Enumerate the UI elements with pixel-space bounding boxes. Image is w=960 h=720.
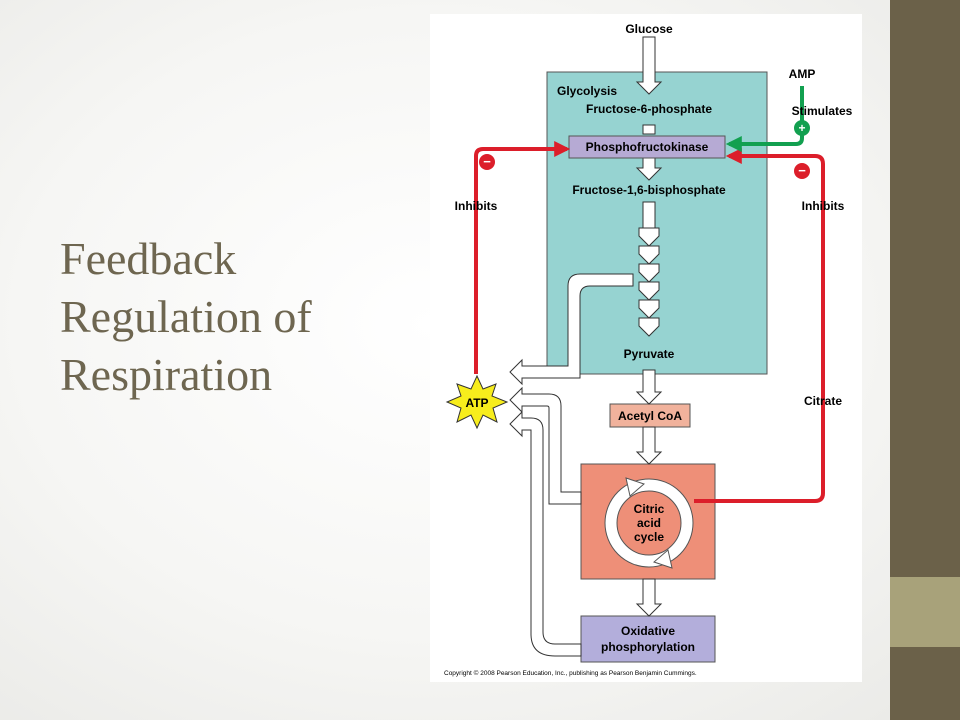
chevron-6	[638, 317, 660, 337]
citric-ring-outer	[604, 478, 694, 568]
chevron-2	[638, 245, 660, 265]
citric-cycle-ring	[605, 479, 693, 567]
citric-label-1: Citric	[634, 502, 665, 516]
copyright-text: Copyright © 2008 Pearson Education, Inc.…	[444, 669, 697, 677]
oxidative-label-1: Oxidative	[621, 624, 675, 638]
plus-sign: +	[798, 121, 805, 135]
amp-label: AMP	[789, 67, 816, 81]
arrow-pyruvate-down	[635, 369, 663, 405]
chevron-4	[638, 281, 660, 301]
title-line-2: Regulation of	[60, 291, 312, 342]
minus-badge-left	[479, 154, 495, 170]
arrow-cascade-top	[642, 201, 656, 229]
citric-ring-center	[618, 492, 680, 554]
glycolysis-label: Glycolysis	[557, 84, 617, 98]
minus-sign-left: −	[483, 154, 491, 169]
chevron-5	[638, 299, 660, 319]
citrate-label: Citrate	[804, 394, 842, 408]
inhibits-right-label: Inhibits	[802, 199, 845, 213]
citric-label-2: acid	[637, 516, 661, 530]
atp-arrow-citric	[509, 386, 582, 505]
inhibits-left-label: Inhibits	[455, 199, 498, 213]
citric-label-3: cycle	[634, 530, 664, 544]
atp-arrow-oxidative	[509, 410, 582, 657]
atp-inhibit-line	[474, 141, 571, 374]
arrow-glucose-down	[635, 36, 663, 95]
oxidative-box	[580, 615, 716, 663]
minus-sign-right: −	[798, 163, 806, 178]
arrow-pfk-down	[635, 157, 663, 181]
atp-label: ATP	[465, 396, 488, 410]
minus-badge-right	[794, 163, 810, 179]
oxidative-label-2: phosphorylation	[601, 640, 695, 654]
pyruvate-label: Pyruvate	[624, 347, 675, 361]
slide-title: Feedback Regulation of Respiration	[60, 230, 390, 404]
plus-badge	[794, 120, 810, 136]
atp-arrow-glycolysis	[509, 273, 634, 386]
cycle-arrowhead-bottom	[653, 549, 673, 569]
arrow-citric-down	[635, 578, 663, 617]
cycle-arrowhead-top	[625, 477, 645, 497]
title-line-1: Feedback	[60, 233, 237, 284]
right-decor-band	[890, 0, 960, 720]
amp-stimulate-line	[725, 86, 804, 152]
chevron-1	[638, 227, 660, 247]
diagram-svg: − − + ATP Glucose Glycolysis Fructose-6-…	[444, 22, 853, 677]
title-line-3: Respiration	[60, 349, 273, 400]
acetyl-coa-label: Acetyl CoA	[618, 409, 682, 423]
pfk-label: Phosphofructokinase	[586, 140, 709, 154]
arrow-f6p-down	[642, 124, 656, 135]
citric-ring-inner	[616, 490, 682, 556]
stimulates-label: Stimulates	[792, 104, 853, 118]
glucose-label: Glucose	[625, 22, 673, 36]
respiration-diagram: − − + ATP Glucose Glycolysis Fructose-6-…	[430, 14, 862, 682]
fructose6p-label: Fructose-6-phosphate	[586, 102, 712, 116]
arrow-acetyl-down	[635, 426, 663, 465]
fructose16bp-label: Fructose-1,6-bisphosphate	[572, 183, 726, 197]
citrate-inhibit-line	[694, 148, 825, 503]
chevron-3	[638, 263, 660, 283]
right-decor-accent	[890, 577, 960, 647]
atp-star	[445, 374, 509, 430]
